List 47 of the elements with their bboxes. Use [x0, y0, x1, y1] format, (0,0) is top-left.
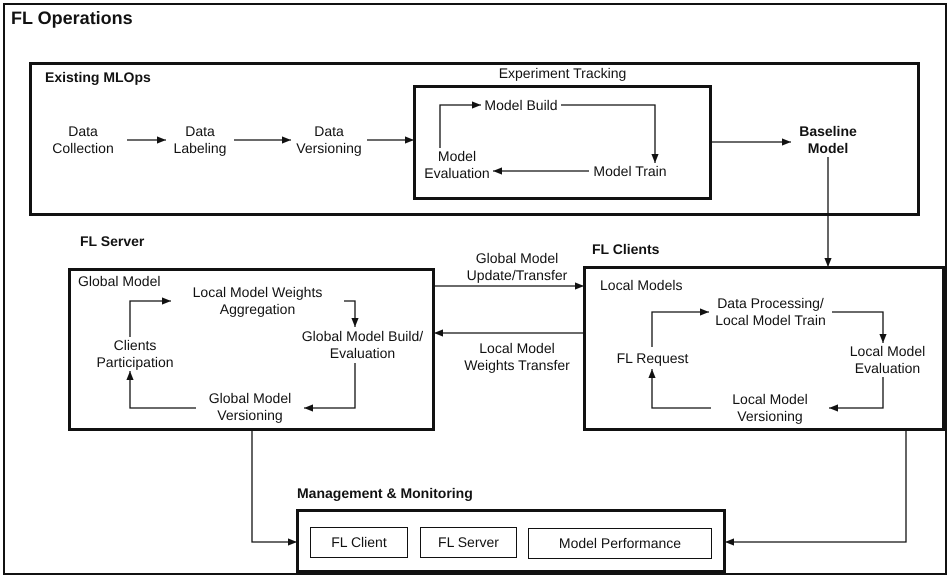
arrow — [725, 430, 907, 546]
step-label: Model Evaluation — [420, 147, 494, 183]
section-heading: Experiment Tracking — [498, 64, 628, 82]
arrow — [711, 138, 791, 146]
arrow — [367, 136, 414, 144]
section-subheading: Local Models — [600, 276, 682, 294]
item-box: FL Server — [420, 527, 517, 558]
arrow — [832, 311, 887, 343]
step-label: Clients Participation — [88, 336, 182, 372]
step-label: Data Versioning — [290, 122, 368, 158]
item-box: FL Client — [310, 527, 408, 558]
arrow — [344, 300, 359, 327]
arrow — [824, 157, 832, 267]
arrow — [439, 101, 481, 148]
arrow — [434, 282, 584, 290]
step-label: FL Request — [605, 346, 700, 370]
step-label: Model Build — [480, 96, 562, 114]
arrow — [493, 167, 589, 175]
section-heading: FL Operations — [11, 9, 133, 27]
step-label: Global Model Build/ Evaluation — [295, 326, 430, 364]
section-heading: Existing MLOps — [45, 68, 151, 86]
step-label: Data Labeling — [165, 122, 235, 158]
edge-label: Local Model Weights Transfer — [462, 340, 572, 374]
step-label: Data Processing/ Local Model Train — [708, 294, 833, 330]
section-subheading: Global Model — [78, 272, 160, 290]
step-label: Local Model Weights Aggregation — [170, 284, 345, 318]
step-label: Global Model Versioning — [195, 390, 305, 424]
step-label: Model Train — [588, 162, 672, 180]
arrow — [651, 308, 709, 347]
section-heading: FL Server — [80, 232, 144, 250]
section-heading: Management & Monitoring — [297, 484, 473, 502]
arrow — [126, 371, 196, 409]
step-label: Baseline Model — [790, 122, 866, 158]
arrow — [234, 136, 291, 144]
arrow — [127, 136, 166, 144]
arrow — [304, 363, 356, 412]
arrow — [251, 430, 297, 546]
arrow — [434, 329, 584, 337]
item-box: Model Performance — [528, 528, 712, 559]
step-label: Data Collection — [38, 122, 128, 158]
arrow — [648, 369, 711, 409]
section-heading: FL Clients — [592, 240, 660, 258]
step-label: Local Model Evaluation — [840, 342, 935, 378]
step-label: Local Model Versioning — [710, 390, 830, 426]
arrow — [129, 297, 171, 337]
arrow — [829, 377, 884, 412]
arrow — [561, 104, 659, 163]
